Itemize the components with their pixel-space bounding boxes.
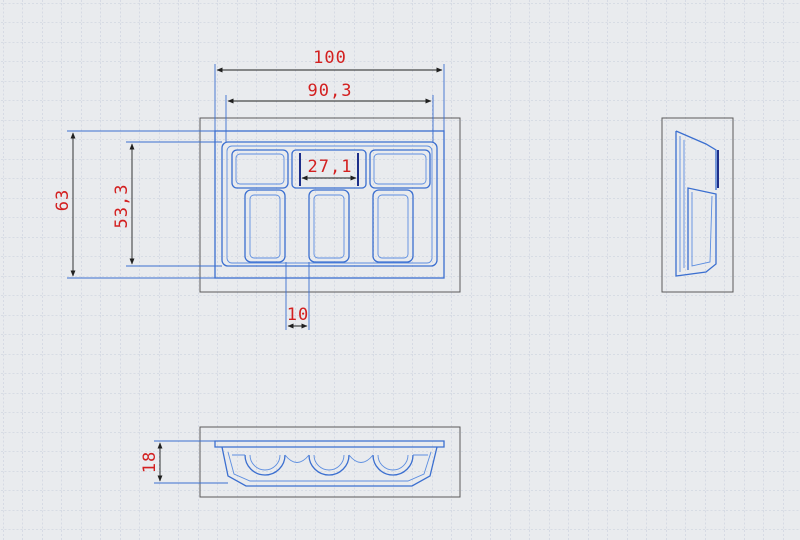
pocket-left bbox=[244, 189, 286, 263]
tray-inner-rim bbox=[221, 141, 438, 267]
side-profile-inner bbox=[679, 136, 713, 272]
pocket-left-inner bbox=[249, 194, 281, 259]
tray-inner-rim-offset bbox=[226, 145, 433, 264]
pocket-arc-right bbox=[372, 454, 414, 476]
side-view-frame bbox=[661, 117, 734, 293]
pocket-arc-center bbox=[308, 454, 350, 476]
front-view-frame bbox=[199, 117, 461, 293]
section-body-outline bbox=[221, 446, 438, 487]
section-top-flange bbox=[214, 440, 445, 448]
pocket-right-inner bbox=[377, 194, 409, 259]
compartment-top-left bbox=[231, 149, 289, 189]
compartment-top-right-inner bbox=[373, 153, 427, 185]
pocket-center-inner bbox=[313, 194, 345, 259]
pocket-arc-right-inner bbox=[377, 454, 409, 471]
pocket-right bbox=[372, 189, 414, 263]
section-view: 18 bbox=[140, 426, 461, 498]
pocket-arc-left bbox=[244, 454, 286, 476]
side-profile-outer bbox=[675, 130, 717, 277]
compartment-top-left-inner bbox=[235, 153, 285, 185]
dim-slot-width: 27,1 bbox=[308, 157, 353, 177]
dim-depth: 18 bbox=[140, 451, 160, 473]
dim-inner-height: 53,3 bbox=[112, 184, 132, 229]
compartment-top-right bbox=[369, 149, 431, 189]
pocket-arc-left-inner bbox=[249, 454, 281, 471]
dim-inner-width: 90,3 bbox=[308, 81, 353, 101]
tray-outer-flange bbox=[214, 130, 445, 279]
front-view: 100 90,3 63 53,3 27,1 10 bbox=[53, 48, 461, 330]
section-ribs bbox=[232, 454, 428, 463]
side-view bbox=[661, 117, 734, 293]
pocket-center bbox=[308, 189, 350, 263]
dim-overall-width: 100 bbox=[313, 48, 347, 68]
pocket-arc-center-inner bbox=[313, 454, 345, 471]
dim-rib-width: 10 bbox=[287, 305, 309, 325]
dim-overall-height: 63 bbox=[53, 189, 73, 211]
section-view-frame bbox=[199, 426, 461, 498]
section-body-inner bbox=[227, 451, 432, 482]
compartment-top-center bbox=[291, 149, 367, 189]
